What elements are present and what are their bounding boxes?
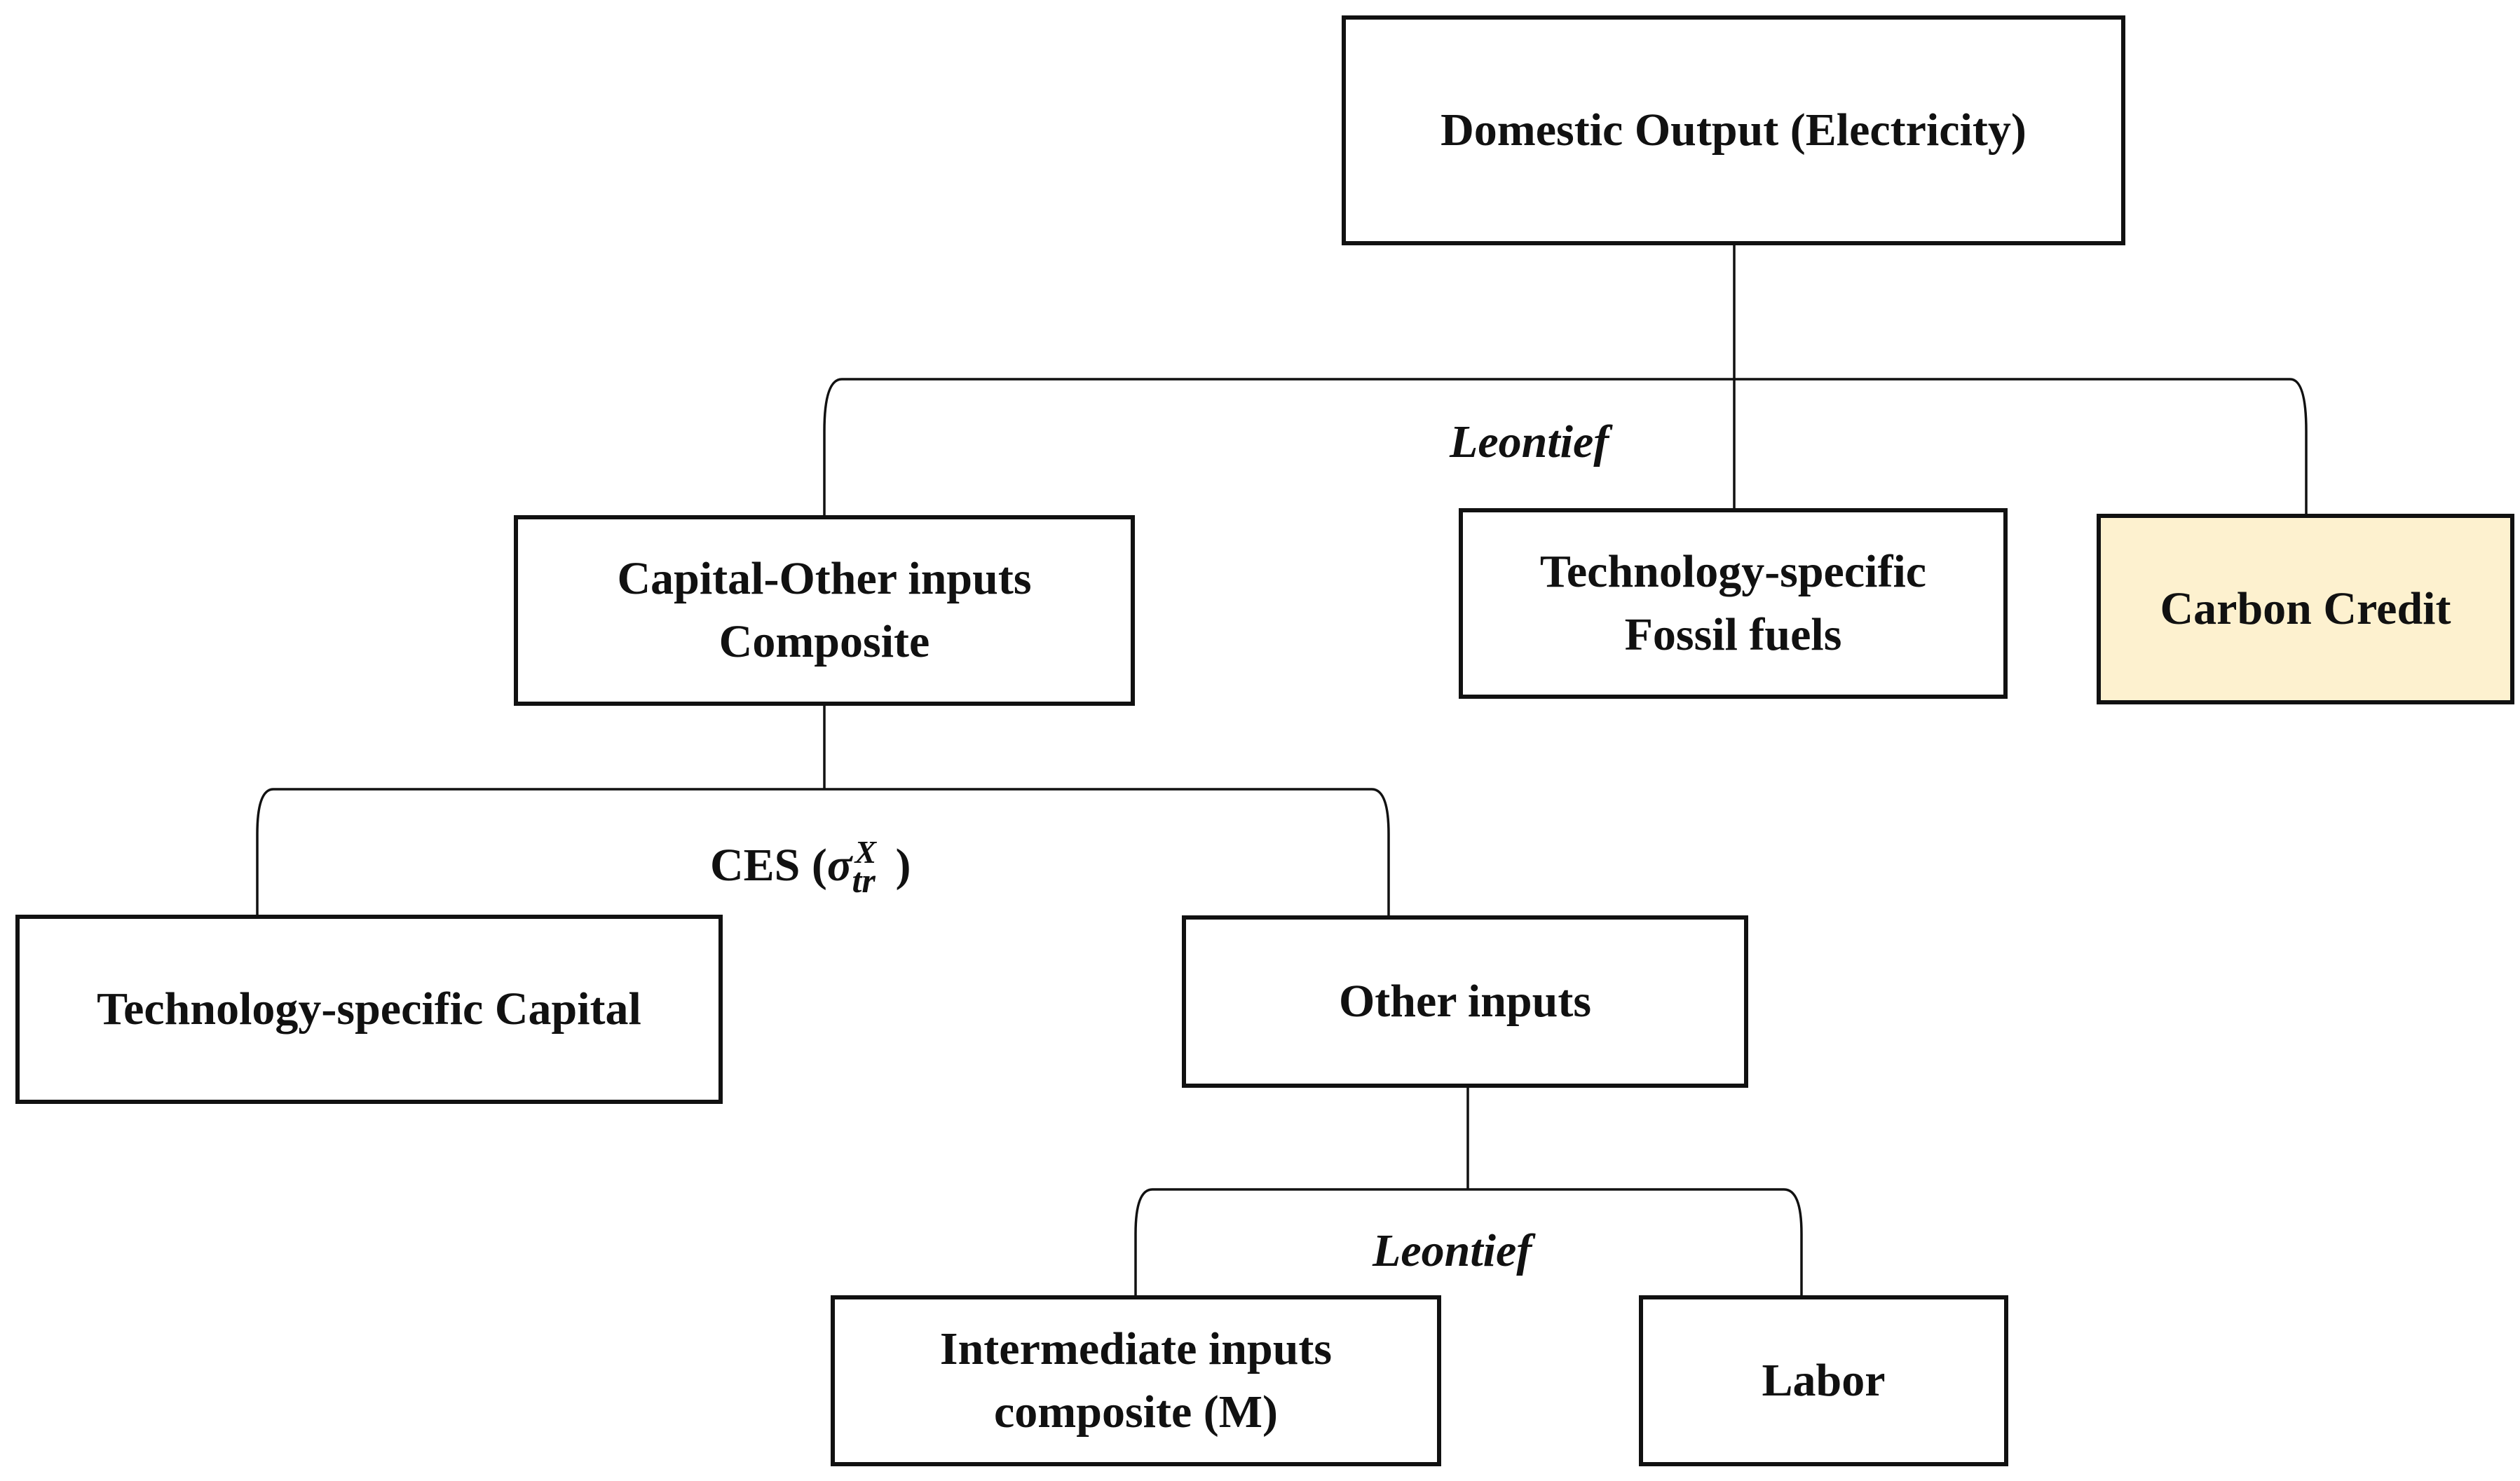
node-technology-specific-capital-label: Technology-specific Capital [97,983,641,1035]
ces-sigma-symbol: σ [826,840,852,891]
node-intermediate-line2: composite (M) [993,1386,1278,1438]
node-carbon-credit-label: Carbon Credit [2160,583,2451,634]
node-technology-specific-capital: Technology-specific Capital [15,915,723,1104]
rule-label-leontief-bottom: Leontief [1373,1225,1532,1276]
node-intermediate-inputs: Intermediate inputs composite (M) [831,1295,1441,1466]
bracket-leontief-top [823,378,2308,515]
node-labor-label: Labor [1762,1355,1886,1406]
node-capital-other-line2: Composite [718,616,930,667]
node-labor: Labor [1639,1295,2008,1466]
ces-superscript: X [854,834,877,870]
node-domestic-output: Domestic Output (Electricity) [1342,15,2125,245]
rule-label-leontief-top: Leontief [1450,416,1609,467]
bracket-ces [256,788,1390,915]
node-fossil-fuels-line1: Technology-specific [1539,546,1927,597]
node-other-inputs: Other inputs [1182,915,1748,1088]
node-other-inputs-label: Other inputs [1338,976,1592,1027]
node-capital-other-line1: Capital-Other inputs [617,553,1032,604]
ces-suffix: ) [895,840,911,891]
bracket-leontief-bottom [1134,1188,1803,1295]
node-domestic-output-label: Domestic Output (Electricity) [1441,104,2027,156]
ces-subscript: tr [852,861,876,900]
ces-prefix: CES ( [710,840,827,891]
node-carbon-credit: Carbon Credit [2097,514,2514,704]
node-fossil-fuels-line2: Fossil fuels [1624,609,1842,660]
node-intermediate-line1: Intermediate inputs [939,1323,1333,1374]
node-fossil-fuels: Technology-specific Fossil fuels [1459,508,2008,699]
node-capital-other-composite: Capital-Other inputs Composite [514,515,1135,706]
